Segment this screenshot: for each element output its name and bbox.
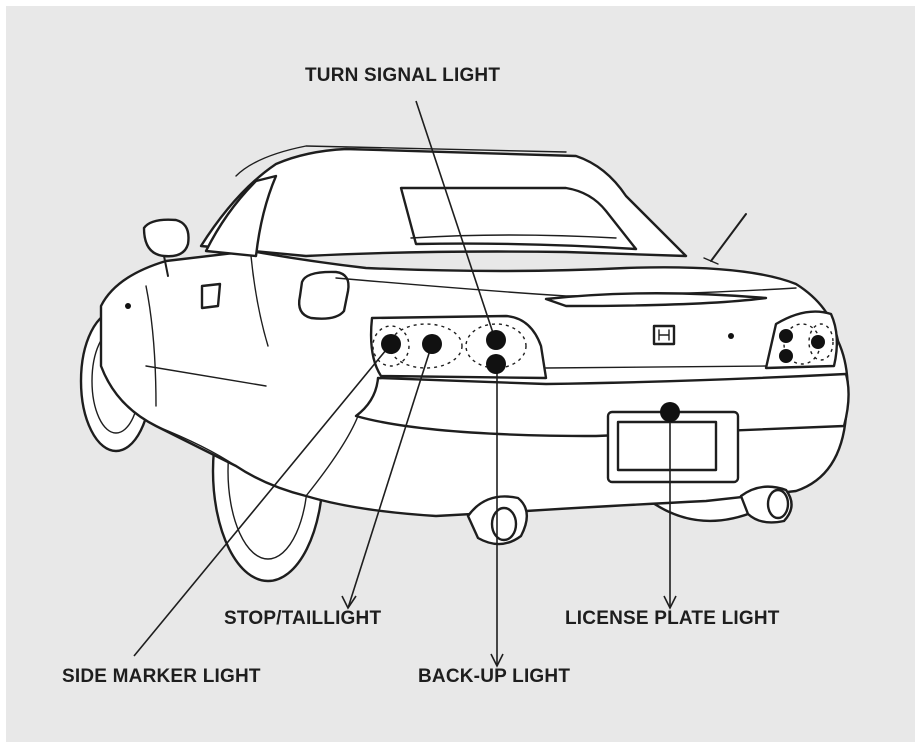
leader-side-marker: [133, 343, 392, 657]
label-side-marker-light: SIDE MARKER LIGHT: [62, 666, 261, 687]
marker-ring: [372, 325, 410, 367]
turn-signal-dot: [486, 330, 506, 350]
turn-light-ring: [465, 323, 527, 369]
door-line-rear: [250, 255, 269, 347]
side-window: [204, 174, 278, 258]
right-dot-a: [779, 329, 793, 343]
trunk-bottom-edge: [545, 365, 767, 369]
leader-turn-signal: [415, 100, 495, 337]
arrow-stop-tail: [341, 595, 357, 610]
brand-badge-h: [658, 329, 670, 341]
label-back-up-light: BACK-UP LIGHT: [418, 666, 571, 687]
door-handle: [200, 282, 222, 310]
license-plate: [616, 420, 718, 472]
leader-stop-tail: [347, 343, 433, 609]
stop-tail-dot: [422, 334, 442, 354]
bumper-side: [305, 415, 359, 497]
rear-window-trim: [410, 234, 617, 239]
label-turn-signal-light: TURN SIGNAL LIGHT: [305, 65, 501, 86]
right-ring-b: [808, 323, 834, 361]
mirror-stem: [163, 255, 169, 277]
rear-spoiler: [544, 292, 768, 308]
trunk-lock: [728, 333, 734, 339]
label-stop-taillight: STOP/TAILLIGHT: [224, 608, 382, 629]
top-edge: [235, 145, 567, 177]
car-rear-illustration: [79, 100, 850, 668]
backup-dot: [486, 354, 506, 374]
right-dot-b: [779, 349, 793, 363]
arrow-license-plate: [663, 595, 677, 610]
license-plate-dot: [660, 402, 680, 422]
door-line-front: [145, 285, 157, 407]
side-mirror: [142, 218, 190, 258]
left-exhaust-tip: [490, 506, 518, 542]
side-crease: [145, 365, 267, 387]
sill-line: [155, 425, 237, 467]
arrow-backup: [490, 653, 504, 668]
diagram-frame: [6, 6, 915, 742]
fuel-door: [297, 270, 350, 320]
side-marker-dot: [381, 334, 401, 354]
right-exhaust-tip: [766, 488, 790, 520]
antenna: [710, 213, 747, 262]
right-dot-c: [811, 335, 825, 349]
rear-bumper: [354, 372, 850, 438]
front-marker: [125, 303, 131, 309]
label-license-plate-light: LICENSE PLATE LIGHT: [565, 608, 780, 629]
antenna-base: [703, 257, 719, 265]
